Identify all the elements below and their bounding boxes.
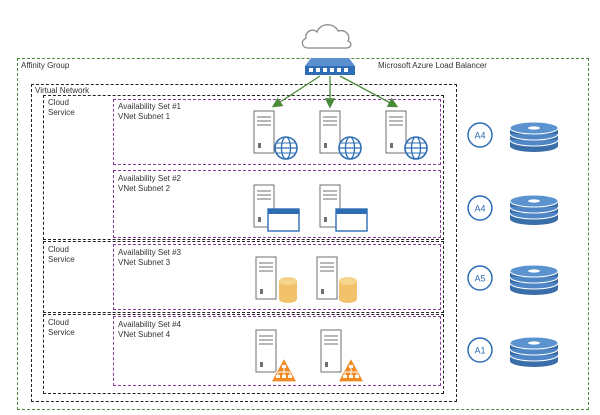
availability-set-3 xyxy=(113,244,441,310)
svg-text:A4: A4 xyxy=(474,131,485,141)
web-server-icon xyxy=(319,110,362,160)
network-server-icon xyxy=(255,329,298,383)
vnet-subnet-label: VNet Subnet 2 xyxy=(118,184,171,193)
svg-text:A1: A1 xyxy=(474,346,485,356)
availability-set-2 xyxy=(113,170,441,238)
load-balancer-label: Microsoft Azure Load Balancer xyxy=(378,61,487,70)
storage-disk-icon xyxy=(509,121,559,153)
cloud-service-label: Cloud Service xyxy=(48,245,75,264)
cloud-icon xyxy=(301,24,352,49)
vnet-subnet-label: VNet Subnet 4 xyxy=(118,330,171,339)
affinity-group-label: Affinity Group xyxy=(21,61,70,70)
web-server-icon xyxy=(253,110,298,160)
database-server-icon xyxy=(316,256,357,303)
load-balancer-connectors xyxy=(271,75,399,109)
affinity-group-boundary xyxy=(17,58,589,410)
svg-text:A5: A5 xyxy=(474,274,485,284)
vnet-subnet-label: VNet Subnet 1 xyxy=(118,112,171,121)
cloud-service-2 xyxy=(43,241,444,313)
app-server-icon xyxy=(319,184,368,232)
svg-text:A4: A4 xyxy=(474,204,485,214)
app-server-icon xyxy=(253,184,300,232)
web-server-icon xyxy=(385,110,428,160)
cloud-service-1 xyxy=(43,95,444,240)
availability-set-name: Availability Set #1 xyxy=(118,102,181,111)
availability-set-name: Availability Set #4 xyxy=(118,320,181,329)
cloud-service-label: Cloud Service xyxy=(48,98,75,117)
storage-disk-icon xyxy=(509,336,559,368)
cloud-service-3 xyxy=(43,314,444,394)
storage-disk-icon xyxy=(509,264,559,296)
virtual-network-label: Virtual Network xyxy=(35,86,90,95)
storage-disk-icon xyxy=(509,194,559,226)
availability-set-name: Availability Set #2 xyxy=(118,174,181,183)
vm-size-badge: A4 xyxy=(467,195,493,221)
vm-size-badge: A4 xyxy=(467,122,493,148)
load-balancer-icon xyxy=(305,58,355,75)
virtual-network-boundary xyxy=(31,84,457,402)
vm-size-badge: A1 xyxy=(467,337,493,363)
network-server-icon xyxy=(320,329,365,383)
cloud-service-label: Cloud Service xyxy=(48,318,75,337)
database-server-icon xyxy=(255,256,297,303)
vnet-subnet-label: VNet Subnet 3 xyxy=(118,258,171,267)
availability-set-4 xyxy=(113,316,441,386)
vm-size-badge: A5 xyxy=(467,265,493,291)
availability-set-name: Availability Set #3 xyxy=(118,248,181,257)
